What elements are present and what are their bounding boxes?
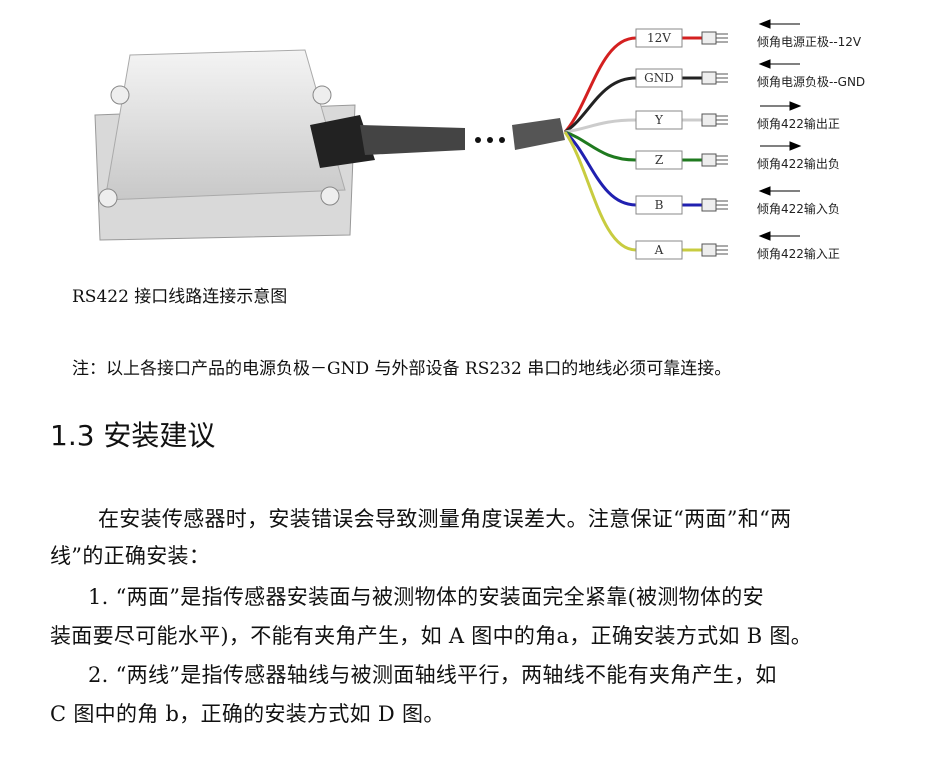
wire-description: 倾角422输出正 xyxy=(757,116,840,131)
wire-b: B 倾角422输入负 xyxy=(564,130,840,216)
sensor-device xyxy=(94,49,565,241)
wire-description: 倾角422输入负 xyxy=(757,201,840,216)
wire-line xyxy=(564,118,702,134)
wire-description: 倾角电源正极--12V xyxy=(757,35,862,49)
arrow-right-icon xyxy=(760,141,802,151)
wire-gnd: GND 倾角电源负极--GND xyxy=(564,59,865,134)
arrow-left-icon xyxy=(758,59,800,69)
wire-description: 倾角422输入正 xyxy=(757,246,840,261)
arrow-right-icon xyxy=(760,101,802,111)
connector-icon xyxy=(701,153,717,167)
wire-y: Y 倾角422输出正 xyxy=(564,101,840,134)
paragraph-line: 在安装传感器时，安装错误会导致测量角度误差大。注意保证“两面”和“两 xyxy=(98,507,792,531)
connector-icon xyxy=(701,31,717,45)
paragraph-line: 线”的正确安装： xyxy=(50,544,211,568)
wire-label-box xyxy=(635,150,683,170)
wire-line xyxy=(564,76,702,134)
wire-z: Z 倾角422输出负 xyxy=(564,130,840,171)
rs422-wiring-diagram: 12V 倾角电源正极--12V GND 倾角电源负极--GND Y 倾角422输出正 Z 倾角… xyxy=(94,19,865,261)
paragraph-line: 1. “两面”是指传感器安装面与被测物体的安装面完全紧靠(被测物体的安 xyxy=(88,585,764,609)
arrow-left-icon xyxy=(758,231,800,241)
paragraph-line: 装面要尽可能水平)，不能有夹角产生，如 A 图中的角a，正确安装方式如 B 图。 xyxy=(50,624,813,648)
wire-description: 倾角电源负极--GND xyxy=(757,75,865,89)
wire-line xyxy=(564,130,702,162)
wire-label-box xyxy=(635,110,683,130)
wire-12v: 12V 倾角电源正极--12V xyxy=(563,19,862,133)
wire-label: B xyxy=(655,198,664,212)
wire-label: 12V xyxy=(647,31,671,45)
connector-icon xyxy=(701,198,717,212)
wire-label: A xyxy=(654,243,664,257)
wire-label-box xyxy=(635,195,683,215)
wire-line xyxy=(564,130,702,207)
wire-label: GND xyxy=(644,71,674,85)
section-heading: 1.3 安装建议 xyxy=(50,419,216,452)
wire-a: A 倾角422输入正 xyxy=(563,131,840,261)
wire-line xyxy=(563,36,702,133)
connector-icon xyxy=(701,113,717,127)
wire-label-box xyxy=(635,68,683,88)
connector-icon xyxy=(701,243,717,257)
grounding-note: 注：以上各接口产品的电源负极－GND 与外部设备 RS232 串口的地线必须可靠… xyxy=(72,359,732,379)
paragraph-line: C 图中的角 b，正确的安装方式如 D 图。 xyxy=(50,702,445,726)
arrow-left-icon xyxy=(758,19,800,29)
wire-label-box xyxy=(635,28,683,48)
arrow-left-icon xyxy=(758,186,800,196)
connector-icon xyxy=(701,71,717,85)
wire-label-box xyxy=(635,240,683,260)
wire-line xyxy=(563,131,702,252)
wire-description: 倾角422输出负 xyxy=(757,156,840,171)
paragraph-line: 2. “两线”是指传感器轴线与被测面轴线平行，两轴线不能有夹角产生，如 xyxy=(88,663,777,687)
figure-caption: RS422 接口线路连接示意图 xyxy=(72,287,288,307)
wire-label: Y xyxy=(654,113,664,127)
wire-label: Z xyxy=(655,153,663,167)
